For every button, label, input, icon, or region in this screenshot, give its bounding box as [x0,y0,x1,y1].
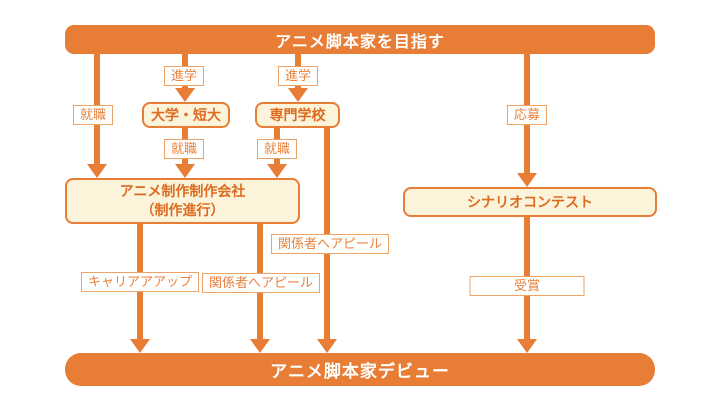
start-banner-label: アニメ脚本家を目指す [275,33,445,51]
arrow-down-icon [130,339,150,353]
edge-label-appeal-upper: 関係者へアピール [270,234,390,254]
arrow-down-icon [517,339,537,353]
arrow-down-icon [175,164,195,178]
node-senmon-gakko: 専門学校 [255,102,340,128]
flow-line-senmon-to-debut [324,127,330,339]
start-banner: アニメ脚本家を目指す [65,25,655,54]
debut-banner: アニメ脚本家デビュー [65,353,655,386]
arrow-down-icon [317,339,337,353]
arrow-down-icon [517,173,537,187]
edge-label-shingaku-daigaku: 進学 [163,66,205,86]
arrow-down-icon [87,164,107,178]
edge-label-career-up: キャリアアアップ [80,272,200,292]
edge-label-shushoku-daigaku: 就職 [163,139,205,159]
node-senmon-gakko-label: 専門学校 [269,106,326,123]
edge-label-oubo: 応募 [506,105,548,125]
arrow-down-icon [267,164,287,178]
arrow-down-icon [250,339,270,353]
edge-label-appeal-lower: 関係者へアピール [201,273,321,293]
node-anime-production-company: アニメ制作制作会社 （制作進行） [65,178,300,224]
arrow-down-icon [288,88,308,102]
node-anime-production-company-line1: アニメ制作制作会社 [119,183,246,200]
edge-label-jusho: 受賞 [469,276,585,296]
node-scenario-contest-label: シナリオコンテスト [467,193,593,210]
edge-label-shingaku-senmon: 進学 [277,66,319,86]
arrow-down-icon [175,88,195,102]
edge-label-shushoku-senmon: 就職 [256,139,298,159]
node-scenario-contest: シナリオコンテスト [403,187,657,217]
edge-label-shushoku-left: 就職 [72,105,114,125]
node-daigaku-tandai-label: 大学・短大 [151,106,221,123]
node-anime-production-company-line2: （制作進行） [140,202,225,218]
debut-banner-label: アニメ脚本家デビュー [270,362,450,381]
node-daigaku-tandai: 大学・短大 [142,102,230,128]
